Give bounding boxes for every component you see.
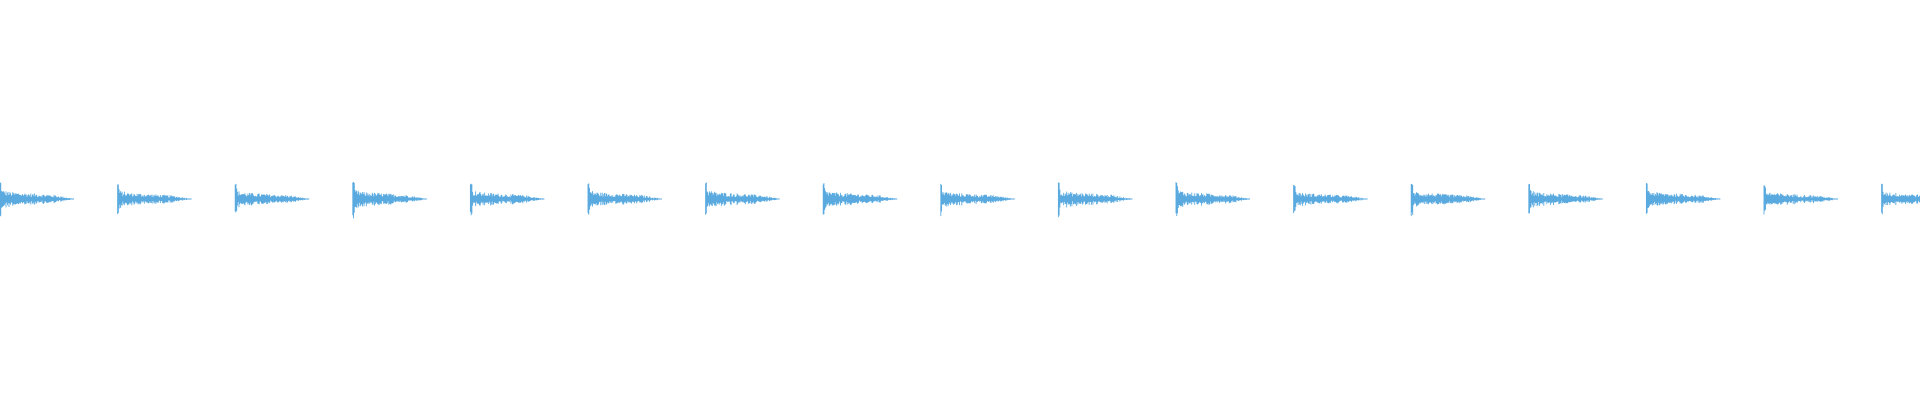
waveform-hit — [117, 184, 192, 215]
waveform-hit — [1057, 182, 1133, 218]
waveform-hit — [705, 182, 780, 215]
waveform-burst — [1293, 184, 1368, 214]
waveform-hits — [0, 182, 1920, 219]
waveform-burst — [705, 182, 780, 215]
waveform-hit — [0, 182, 74, 217]
waveform-hit — [1293, 184, 1368, 214]
waveform-hit — [822, 183, 898, 215]
waveform-hit — [234, 183, 310, 213]
waveform-burst — [352, 182, 427, 219]
waveform-burst — [1057, 182, 1133, 218]
waveform-hit — [352, 182, 427, 219]
waveform-burst — [1763, 185, 1838, 215]
waveform-burst — [0, 182, 74, 217]
waveform-burst — [1881, 183, 1920, 215]
waveform-burst — [117, 184, 192, 215]
waveform-burst — [234, 183, 310, 213]
waveform-burst — [940, 183, 1015, 217]
waveform-hit — [1175, 182, 1250, 217]
waveform-hit — [469, 183, 545, 216]
waveform-burst — [587, 183, 662, 215]
waveform-burst — [822, 183, 898, 215]
waveform-burst — [1645, 183, 1721, 214]
waveform-hit — [1410, 183, 1486, 217]
waveform-hit — [1881, 183, 1920, 215]
waveform-burst — [469, 183, 545, 216]
waveform-hit — [587, 183, 662, 215]
waveform-hit — [1645, 183, 1721, 214]
waveform-hit — [1763, 185, 1838, 215]
waveform-hit — [1528, 183, 1603, 214]
waveform-burst — [1410, 183, 1486, 217]
waveform-burst — [1175, 182, 1250, 217]
waveform-burst — [1528, 183, 1603, 214]
waveform-hit — [940, 183, 1015, 217]
